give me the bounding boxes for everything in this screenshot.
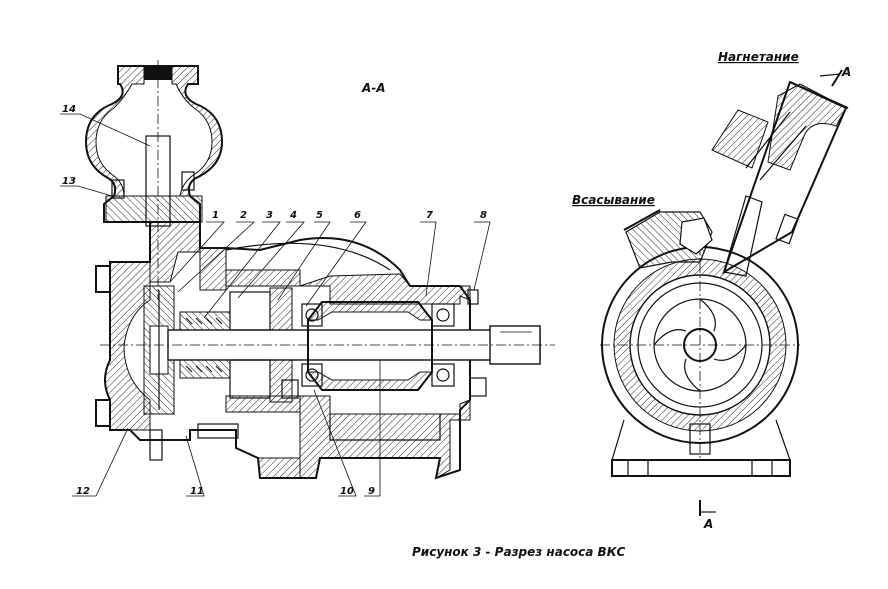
rotor-body: [306, 301, 434, 391]
callout-9: 9: [368, 486, 375, 497]
callout-4: 4: [289, 210, 297, 221]
callout-leaders: [60, 113, 491, 497]
callout-2: 2: [240, 210, 247, 221]
view-marker-top-label: А: [841, 65, 851, 79]
callout-7: 7: [426, 210, 433, 221]
callout-13: 13: [62, 176, 76, 187]
callout-14: 14: [62, 104, 76, 115]
impeller-vanes: [653, 298, 747, 392]
longitudinal-section: [84, 60, 555, 480]
callout-12: 12: [76, 486, 90, 497]
callout-10: 10: [340, 486, 354, 497]
figure-caption: Рисунок 3 - Разрез насоса ВКС: [412, 545, 626, 559]
discharge-label: Нагнетание: [718, 50, 799, 64]
callout-6: 6: [354, 210, 361, 221]
callout-5: 5: [316, 210, 323, 221]
callout-3: 3: [266, 210, 273, 221]
casing-bolts: [95, 265, 487, 461]
callout-1: 1: [212, 210, 219, 221]
view-marker-bottom-label: А: [703, 517, 713, 531]
section-marker-bottom: [699, 500, 716, 516]
cross-section: [600, 80, 849, 477]
callout-8: 8: [480, 210, 487, 221]
shaft: [100, 325, 555, 365]
discharge-nozzle: [84, 60, 224, 300]
callout-11: 11: [190, 486, 204, 497]
section-marker-top: [819, 69, 843, 87]
pump-base: [611, 419, 791, 477]
bearings: [301, 303, 455, 387]
pump-casing: [104, 221, 471, 480]
section-label: А-А: [361, 81, 386, 95]
discharge-branch: [711, 80, 849, 277]
seal-assembly: [179, 287, 293, 403]
suction-label: Всасывание: [572, 193, 655, 207]
